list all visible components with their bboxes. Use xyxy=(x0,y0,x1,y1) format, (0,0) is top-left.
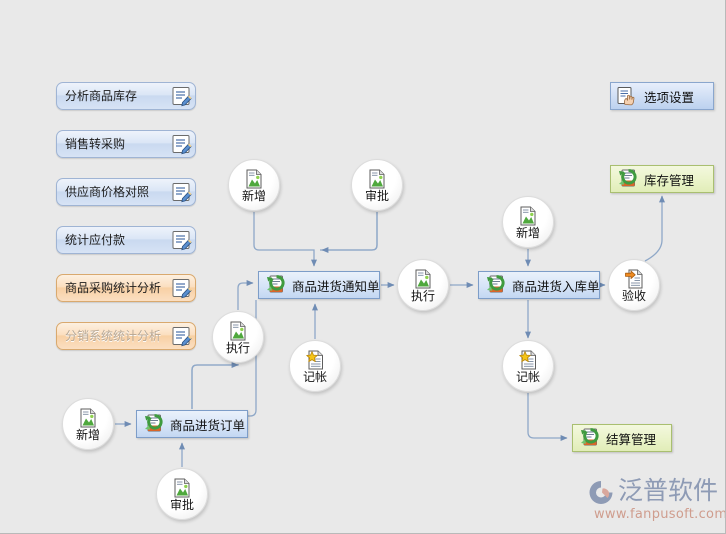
notice-bookkeeping-node[interactable]: 记帐 xyxy=(289,340,341,392)
settlement-management-label: 结算管理 xyxy=(606,431,657,447)
sidebar-item-purchase-statistics[interactable]: 商品采购统计分析 xyxy=(56,274,196,302)
order-add-node[interactable]: 新增 xyxy=(62,398,114,450)
circle-node-label: 验收 xyxy=(621,288,646,303)
recycle-document-icon xyxy=(483,274,505,296)
purchase-order-node[interactable]: 商品进货订单 xyxy=(136,410,248,438)
new-document-icon xyxy=(229,321,247,341)
star-document-icon xyxy=(306,350,324,370)
new-document-icon xyxy=(245,169,263,189)
purchase-notice-label: 商品进货通知单 xyxy=(292,278,380,294)
recycle-document-icon xyxy=(577,427,599,449)
edit-document-icon xyxy=(171,277,193,299)
sidebar-item-statistics-payable[interactable]: 统计应付款 xyxy=(56,226,196,254)
sidebar-item-label: 分析商品库存 xyxy=(65,89,138,103)
recycle-document-icon xyxy=(615,168,637,190)
sidebar-item-supplier-price-compare[interactable]: 供应商价格对照 xyxy=(56,178,196,206)
order-approve-node[interactable]: 审批 xyxy=(156,468,208,520)
watermark: 泛普软件 www.fanpusoft.com xyxy=(588,476,725,528)
circle-node-label: 新增 xyxy=(75,427,100,442)
new-document-icon xyxy=(519,206,537,226)
sidebar-item-sales-to-purchase[interactable]: 销售转采购 xyxy=(56,130,196,158)
watermark-name: 泛普软件 xyxy=(618,476,719,505)
recycle-document-icon xyxy=(263,274,285,296)
option-settings-node[interactable]: 选项设置 xyxy=(610,82,714,110)
notice-approve-node[interactable]: 审批 xyxy=(351,159,403,211)
purchase-receipt-label: 商品进货入库单 xyxy=(512,278,600,294)
option-settings-label: 选项设置 xyxy=(644,89,695,105)
receipt-add-node[interactable]: 新增 xyxy=(502,196,554,248)
sidebar-item-distribution-statistics[interactable]: 分销系统统计分析 xyxy=(56,322,196,350)
circle-node-label: 记帐 xyxy=(515,369,540,384)
watermark-url: www.fanpusoft.com xyxy=(594,507,726,522)
receipt-bookkeeping-node[interactable]: 记帐 xyxy=(502,340,554,392)
edit-document-icon xyxy=(171,229,193,251)
sidebar-item-label: 供应商价格对照 xyxy=(65,185,150,199)
circle-node-label: 执行 xyxy=(410,288,435,303)
purchase-receipt-node[interactable]: 商品进货入库单 xyxy=(478,271,600,299)
fanpusoft-logo-icon xyxy=(588,480,615,505)
purchase-notice-node[interactable]: 商品进货通知单 xyxy=(258,271,380,299)
circle-node-label: 审批 xyxy=(364,188,389,203)
hand-document-icon xyxy=(615,85,637,107)
sidebar-item-analyze-inventory[interactable]: 分析商品库存 xyxy=(56,82,196,110)
sidebar-item-label: 销售转采购 xyxy=(65,137,126,151)
settlement-management-node[interactable]: 结算管理 xyxy=(572,424,672,452)
new-document-icon xyxy=(173,478,191,498)
edit-document-icon xyxy=(171,133,193,155)
new-document-icon xyxy=(79,408,97,428)
notice-exec-node[interactable]: 执行 xyxy=(212,311,264,363)
inventory-management-label: 库存管理 xyxy=(644,172,695,188)
star-document-icon xyxy=(519,350,537,370)
inventory-management-node[interactable]: 库存管理 xyxy=(610,165,714,193)
flow-exec-node[interactable]: 执行 xyxy=(397,259,449,311)
edit-document-icon xyxy=(171,325,193,347)
sidebar-item-label: 分销系统统计分析 xyxy=(65,329,162,343)
arrow-document-icon xyxy=(625,269,643,289)
new-document-icon xyxy=(368,169,386,189)
recycle-document-icon xyxy=(141,413,163,435)
circle-node-label: 执行 xyxy=(225,340,250,355)
notice-add-node[interactable]: 新增 xyxy=(228,159,280,211)
edit-document-icon xyxy=(171,85,193,107)
circle-node-label: 记帐 xyxy=(302,369,327,384)
sidebar-item-label: 统计应付款 xyxy=(65,233,126,247)
sidebar-item-label: 商品采购统计分析 xyxy=(65,281,162,295)
circle-node-label: 新增 xyxy=(241,188,266,203)
purchase-order-label: 商品进货订单 xyxy=(170,417,246,433)
edit-document-icon xyxy=(171,181,193,203)
circle-node-label: 新增 xyxy=(515,225,540,240)
acceptance-node[interactable]: 验收 xyxy=(608,259,660,311)
circle-node-label: 审批 xyxy=(169,497,194,512)
new-document-icon xyxy=(414,269,432,289)
